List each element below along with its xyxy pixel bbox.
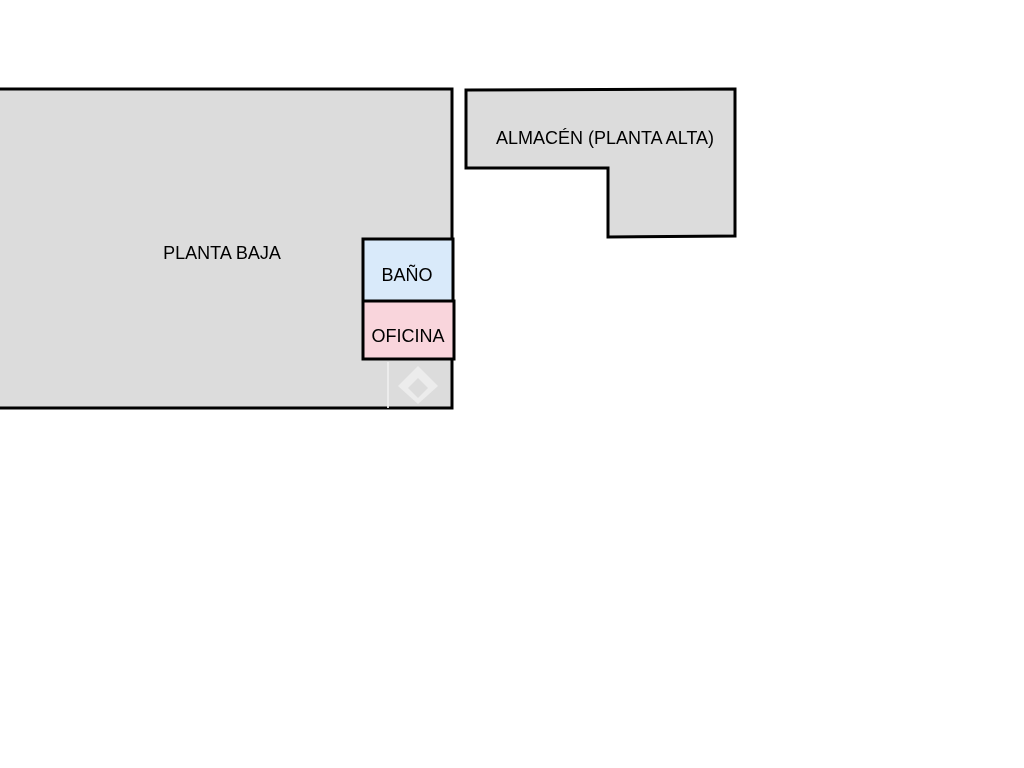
room-bano: BAÑO [361, 237, 455, 303]
oficina-label: OFICINA [371, 326, 444, 346]
room-planta-baja: PLANTA BAJA [0, 87, 454, 410]
room-oficina: OFICINA [361, 299, 456, 361]
planta-baja-label: PLANTA BAJA [163, 243, 281, 263]
almacen-shape [464, 87, 737, 239]
bano-label: BAÑO [381, 264, 432, 285]
almacen-label: ALMACÉN (PLANTA ALTA) [496, 128, 714, 148]
planta-baja-shape [0, 87, 454, 410]
house-logo-icon [387, 362, 438, 408]
room-almacen: ALMACÉN (PLANTA ALTA) [464, 87, 737, 239]
oficina-shape [361, 299, 456, 361]
